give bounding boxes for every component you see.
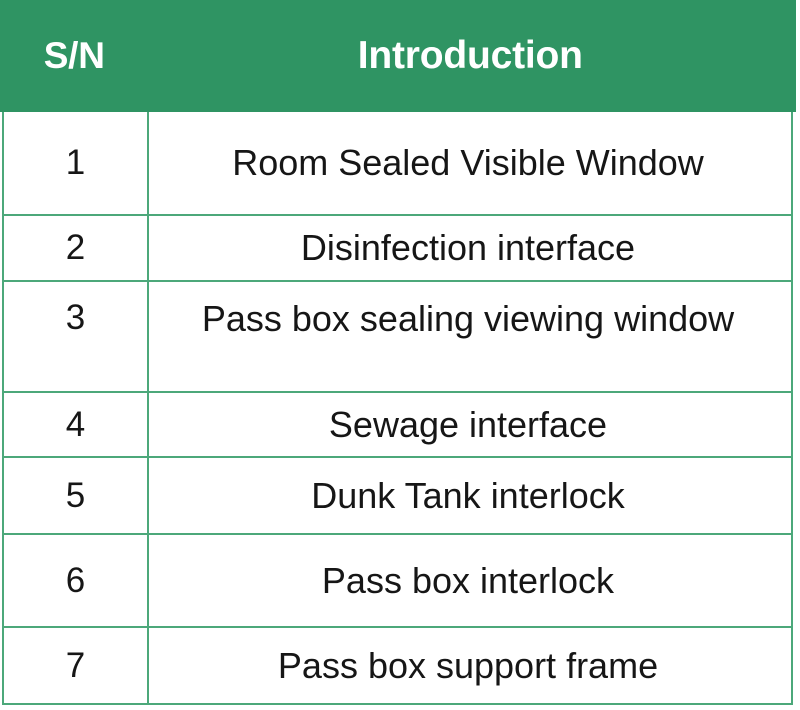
cell-introduction: Dunk Tank interlock [311, 474, 625, 516]
table-row: 7 Pass box support frame [4, 628, 791, 703]
column-header-introduction: Introduction [357, 34, 583, 77]
cell-sn: 1 [4, 112, 149, 214]
table-row: 6 Pass box interlock [4, 535, 791, 628]
cell-sn: 3 [4, 282, 149, 391]
table-row: 5 Dunk Tank interlock [4, 458, 791, 535]
cell-sn: 2 [4, 216, 149, 280]
cell-introduction: Pass box interlock [321, 559, 615, 601]
cell-sn: 5 [4, 458, 149, 533]
table-header-row: S/N Introduction [0, 0, 796, 112]
cell-introduction: Pass box sealing viewing window [201, 298, 735, 339]
column-header-sn: S/N [43, 35, 105, 76]
table-row: 3 Pass box sealing viewing window [4, 282, 791, 393]
cell-introduction: Sewage interface [328, 403, 608, 445]
cell-sn: 4 [4, 393, 149, 456]
table-row: 2 Disinfection interface [4, 216, 791, 282]
cell-introduction: Disinfection interface [300, 227, 636, 268]
table-body: 1 Room Sealed Visible Window 2 Disinfect… [2, 112, 793, 705]
cell-introduction: Room Sealed Visible Window [232, 142, 704, 183]
cell-sn: 7 [4, 628, 149, 703]
cell-introduction: Pass box support frame [277, 644, 659, 686]
table-row: 4 Sewage interface [4, 393, 791, 458]
table-row: 1 Room Sealed Visible Window [4, 112, 791, 216]
cell-sn: 6 [4, 535, 149, 626]
